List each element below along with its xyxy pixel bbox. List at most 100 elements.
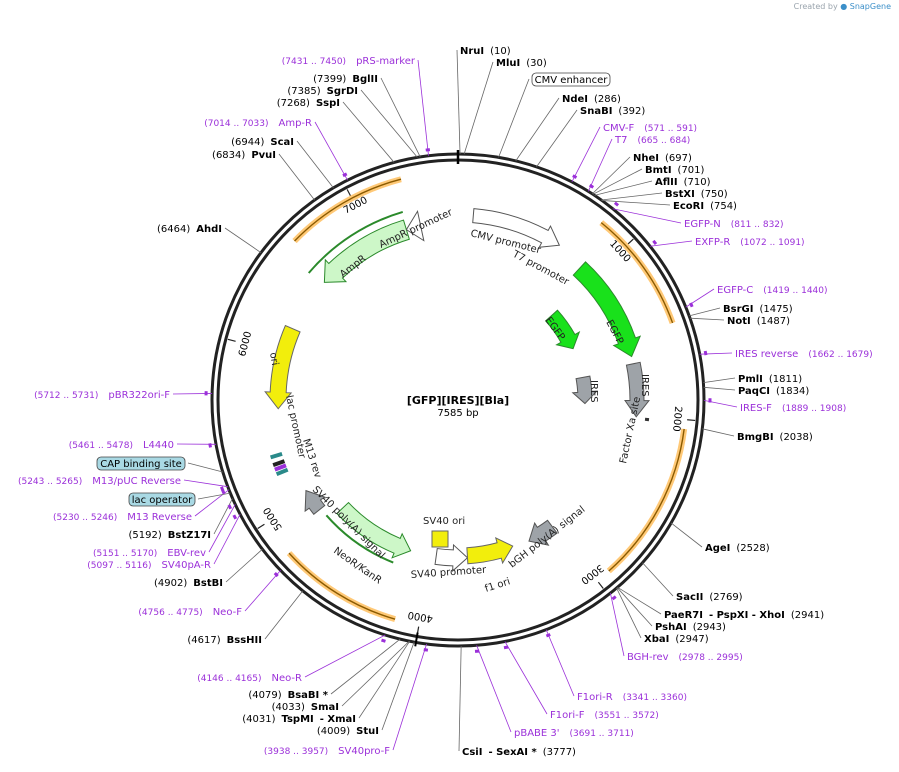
plasmid-length: 7585 bp: [437, 408, 478, 419]
site-label-bstz17i[interactable]: (5192)BstZ17I: [128, 530, 211, 541]
site-label-sspi[interactable]: (7268)SspI: [277, 98, 340, 109]
factor-xa-label: Factor Xa site: [618, 396, 643, 465]
site-label-paqci[interactable]: PaqCI(1834): [738, 386, 809, 397]
primer-label-f1ori-r[interactable]: F1ori-R(3341 .. 3360): [577, 692, 687, 703]
primer-label-neo-r[interactable]: (4146 .. 4165)Neo-R: [197, 673, 302, 684]
primer-label-exfp-r[interactable]: EXFP-R(1072 .. 1091): [695, 237, 805, 248]
primer-label-m13-puc-reverse[interactable]: (5243 .. 5265)M13/pUC Reverse: [18, 476, 181, 487]
primer-name: Amp-R: [279, 118, 313, 129]
primer-name: pRS-marker: [356, 56, 416, 67]
site-label-xbai[interactable]: XbaI(2947): [644, 634, 709, 645]
site-label-bsrgi[interactable]: BsrGI (1475): [723, 304, 793, 315]
primer-label-sv40pa-r[interactable]: (5097 .. 5116)SV40pA-R: [87, 560, 211, 571]
site-name: BsaBI *: [288, 690, 329, 701]
site-label-pmli[interactable]: PmlI(1811): [738, 374, 802, 385]
site-position: (2941): [791, 610, 824, 621]
site-label-stui[interactable]: (4009)StuI: [317, 726, 379, 737]
site-position: (710): [684, 177, 711, 188]
leader-line: [209, 504, 235, 552]
primer-mark: [275, 573, 278, 576]
site-label-sgrdi[interactable]: (7385)SgrDI: [287, 86, 358, 97]
site-label-nhei[interactable]: NheI(697): [633, 153, 692, 164]
site-label-bglii[interactable]: (7399)BglII: [313, 74, 378, 85]
site-name: NdeI: [562, 94, 588, 105]
primer-label-prs-marker[interactable]: (7431 .. 7450)pRS-marker: [282, 56, 416, 67]
leader-line: [477, 645, 511, 732]
leader-line: [704, 387, 735, 390]
primer-label-ires-f[interactable]: IRES-F(1889 .. 1908): [740, 403, 846, 414]
sv40-ori-box: [432, 531, 448, 547]
primer-mark: [504, 647, 508, 648]
primer-mark: [705, 351, 706, 355]
primer-name: IRES reverse: [735, 349, 798, 360]
leader-line: [361, 90, 417, 157]
primer-mark: [210, 443, 211, 447]
primer-range: (571 .. 591): [644, 124, 697, 134]
site-label-snabi[interactable]: SnaBI(392): [580, 106, 645, 117]
leader-line: [342, 641, 409, 706]
site-label-mlui[interactable]: MluI(30): [496, 58, 547, 69]
snapgene-credit[interactable]: Created by ● SnapGene: [794, 2, 891, 11]
site-name: NruI: [460, 46, 484, 57]
primer-range: (4756 .. 4775): [138, 608, 202, 618]
primer-range: (2978 .. 2995): [679, 653, 743, 663]
site-name: SgrDI: [327, 86, 358, 97]
primer-label-egfp-c[interactable]: EGFP-C(1419 .. 1440): [717, 285, 828, 296]
primer-mark: [343, 174, 347, 176]
site-label-smai[interactable]: (4033)SmaI: [272, 702, 339, 713]
primer-label-sv40pro-f[interactable]: (3938 .. 3957)SV40pro-F: [264, 746, 390, 757]
primer-range: (5461 .. 5478): [69, 441, 133, 451]
primer-name: pBABE 3': [514, 728, 560, 739]
primer-label-f1ori-f[interactable]: F1ori-F(3551 .. 3572): [550, 710, 659, 721]
leader-line: [464, 62, 493, 154]
primer-label-m13-reverse[interactable]: (5230 .. 5246)M13 Reverse: [53, 512, 192, 523]
site-label-aflii[interactable]: AflII(710): [655, 177, 711, 188]
primer-label-pbabe3[interactable]: pBABE 3'(3691 .. 3711): [514, 728, 634, 739]
site-label-bstbi[interactable]: (4902)BstBI: [154, 578, 223, 589]
leader-line: [602, 200, 670, 205]
site-label-pvui[interactable]: (6834)PvuI: [212, 150, 276, 161]
ori-label: ori: [267, 352, 280, 367]
site-label-ndei[interactable]: NdeI(286): [562, 94, 621, 105]
primer-label-amp-r[interactable]: (7014 .. 7033)Amp-R: [204, 118, 312, 129]
site-label-ahdi[interactable]: (6464)AhdI: [157, 224, 222, 235]
site-name: BsrGI: [723, 304, 753, 315]
primer-label-ires-reverse[interactable]: IRES reverse(1662 .. 1679): [735, 349, 873, 360]
primer-label-cmv-f[interactable]: CMV-F(571 .. 591): [603, 123, 697, 134]
primer-label-ebv-rev[interactable]: (5151 .. 5170)EBV-rev: [93, 548, 206, 559]
site-position: (4033): [272, 702, 305, 713]
site-label-agei[interactable]: AgeI(2528): [705, 543, 770, 554]
primer-label-pbr322ori-f[interactable]: (5712 .. 5731)pBR322ori-F: [34, 390, 170, 401]
site-label-bstxi[interactable]: BstXI(750): [665, 189, 728, 200]
leader-line: [703, 378, 735, 383]
leader-line: [499, 79, 529, 157]
site-name: NheI: [633, 153, 659, 164]
site-label-paer7i[interactable]: PaeR7I- PspXI - XhoI(2941): [664, 610, 824, 621]
site-label-bsabi[interactable]: (4079)BsaBI *: [248, 690, 328, 701]
site-position: (1475): [759, 304, 792, 315]
site-label-bmti[interactable]: BmtI(701): [645, 165, 705, 176]
site-label-bmgbi[interactable]: BmgBI(2038): [737, 432, 813, 443]
egfp-outer-arrow: [573, 262, 640, 357]
primer-label-egfp-n[interactable]: EGFP-N(811 .. 832): [684, 219, 784, 230]
site-label-nrui[interactable]: NruI(10): [460, 46, 511, 57]
site-label-ecori[interactable]: EcoRI(754): [673, 201, 737, 212]
primer-mark: [221, 487, 222, 491]
site-label-csii[interactable]: CsiI- SexAI *(3777): [462, 747, 576, 758]
primer-label-bgh-rev[interactable]: BGH-rev(2978 .. 2995): [627, 652, 743, 663]
boxed-feature-label: CMV enhancer: [535, 75, 609, 86]
site-label-tspmi[interactable]: (4031)TspMI- XmaI: [242, 714, 356, 725]
site-position: (1487): [757, 316, 790, 327]
site-label-sacii[interactable]: SacII(2769): [676, 592, 743, 603]
site-label-scai[interactable]: (6944)ScaI: [231, 137, 294, 148]
primer-label-l4440[interactable]: (5461 .. 5478)L4440: [69, 440, 174, 451]
ires-inner-label: IRES: [588, 380, 599, 403]
primer-label-t7[interactable]: T7(665 .. 684): [614, 135, 690, 146]
site-label-noti[interactable]: NotI(1487): [727, 316, 790, 327]
lac-region-box: [270, 452, 283, 459]
primer-label-neo-f[interactable]: (4756 .. 4775)Neo-F: [138, 607, 242, 618]
leader-line: [601, 193, 662, 200]
site-label-pshai[interactable]: PshAI(2943): [655, 622, 726, 633]
site-label-bsshii[interactable]: (4617)BssHII: [187, 635, 262, 646]
sv40-polya-label: SV40 poly(A) signal: [310, 484, 387, 561]
